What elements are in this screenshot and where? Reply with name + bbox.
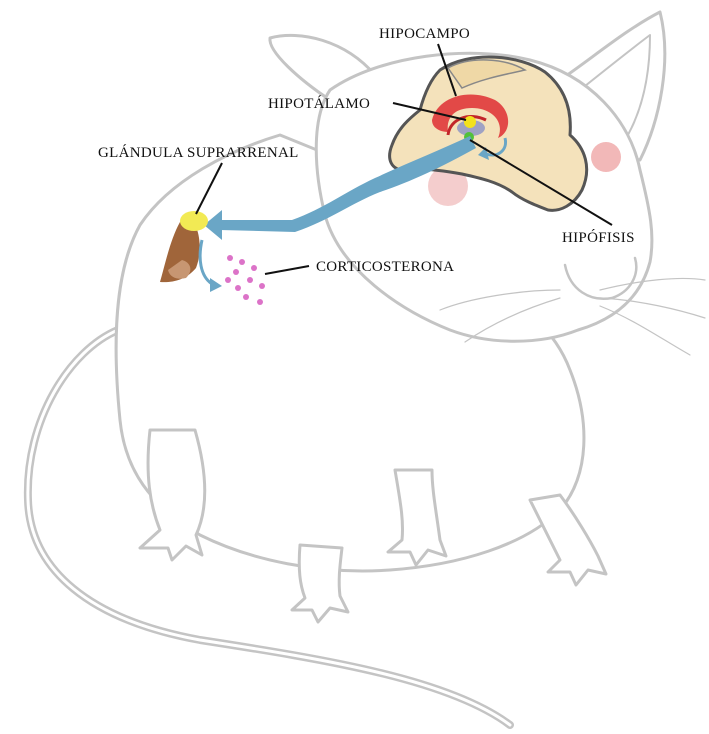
label-glandula-suprarrenal: GLÁNDULA SUPRARRENAL [98, 144, 299, 161]
rat-hind-right-leg [530, 495, 606, 585]
label-corticosterona: CORTICOSTERONA [316, 259, 454, 275]
rat-nose [591, 142, 621, 172]
adrenal-cap [180, 211, 208, 231]
hypothalamus-dot [464, 116, 476, 128]
label-hipotalamo: HIPOTÁLAMO [268, 95, 370, 112]
rat-front-left-leg [140, 430, 205, 560]
label-hipofisis: HIPÓFISIS [562, 229, 635, 246]
rat-illustration [28, 12, 705, 725]
rat-hind-left-leg [292, 545, 348, 622]
label-hipocampo: HIPOCAMPO [379, 26, 470, 42]
